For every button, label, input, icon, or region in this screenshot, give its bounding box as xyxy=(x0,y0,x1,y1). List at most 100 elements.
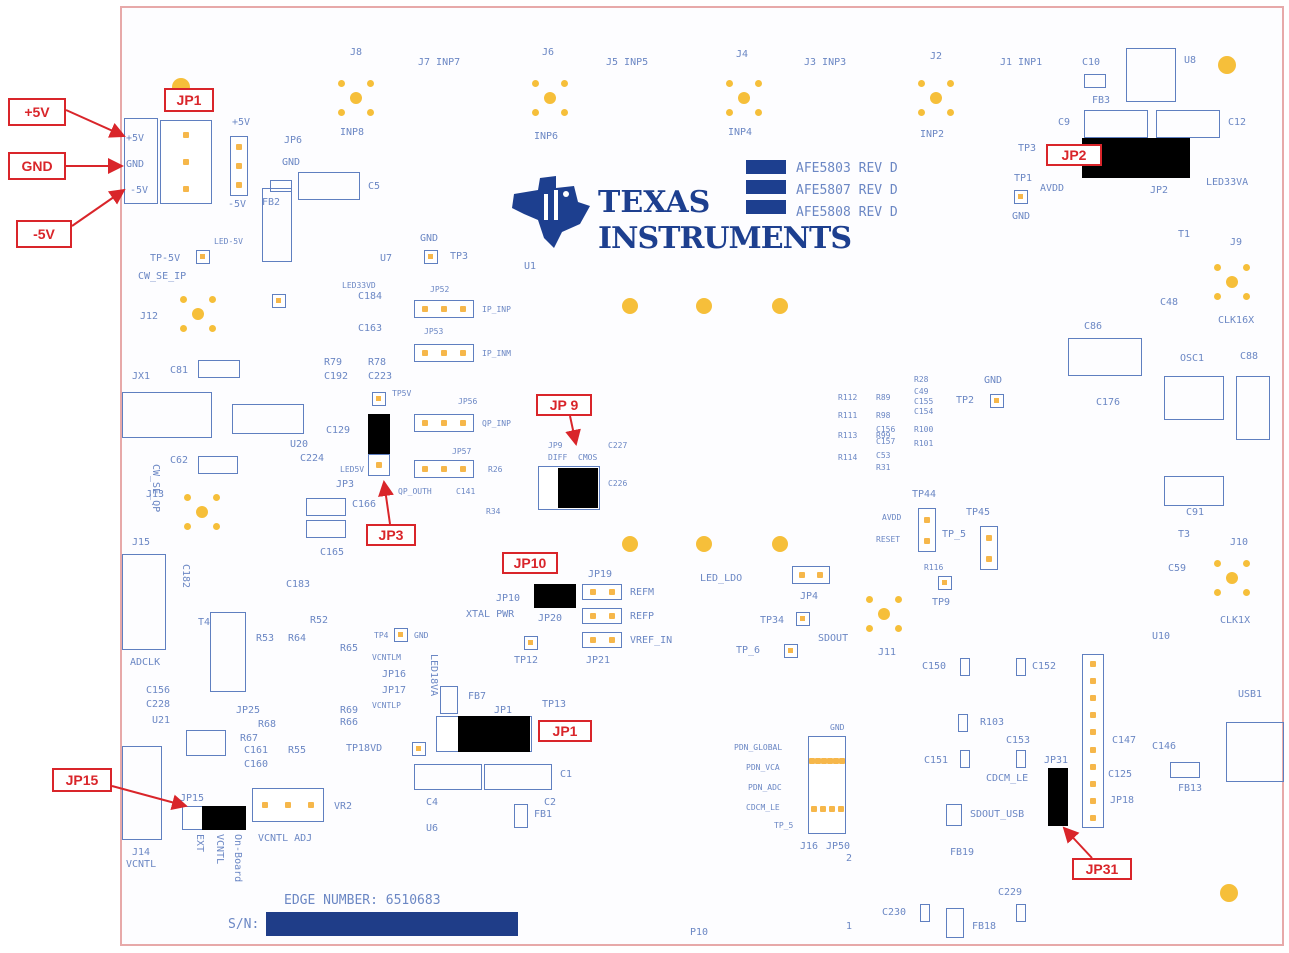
label-r65: R65 xyxy=(340,643,359,654)
mounting-hole xyxy=(696,536,712,552)
sma-jack-j12 xyxy=(176,292,220,336)
label-t3: T3 xyxy=(1178,529,1191,540)
label-vr2: VR2 xyxy=(334,801,353,812)
label-tp12: TP12 xyxy=(514,655,539,666)
label-c226: C226 xyxy=(608,479,628,488)
ti-logo-icon xyxy=(512,176,590,248)
label-c184: C184 xyxy=(358,291,383,302)
label-gnd-tp1: GND xyxy=(1012,211,1031,222)
label-fb7: FB7 xyxy=(468,691,487,702)
label-c229: C229 xyxy=(998,887,1023,898)
label-r67: R67 xyxy=(240,733,259,744)
label-c86: C86 xyxy=(1084,321,1103,332)
label-c161: C161 xyxy=(244,745,269,756)
vr2-trimmer[interactable] xyxy=(252,788,324,822)
label-r113: R113 xyxy=(838,431,858,440)
label-tp44: TP44 xyxy=(912,489,937,500)
label-tp-5: TP_5 xyxy=(942,529,967,540)
label-c151: C151 xyxy=(924,755,949,766)
label-fb3: FB3 xyxy=(1092,95,1111,106)
jp9-jumper[interactable] xyxy=(558,468,598,508)
mounting-hole xyxy=(696,298,712,314)
label-gnd-tp2: GND xyxy=(984,375,1003,386)
jp10-jumper[interactable] xyxy=(534,584,576,608)
rev-afe5803: AFE5803 REV D xyxy=(796,161,898,176)
u21-footprint xyxy=(186,730,226,756)
label-j7: J7 INP7 xyxy=(418,57,461,68)
label-r55: R55 xyxy=(288,745,307,756)
c88-footprint xyxy=(1236,376,1270,440)
mounting-hole xyxy=(1218,56,1236,74)
label-c227: C227 xyxy=(608,441,628,450)
label-clk16x: CLK16X xyxy=(1218,315,1255,326)
label-one: 1 xyxy=(846,921,853,932)
jp1-lower-jumper[interactable] xyxy=(458,716,530,752)
sdout-usb-footprint xyxy=(946,804,962,826)
label-tp45: TP45 xyxy=(966,507,991,518)
label-c156b: C156 xyxy=(876,425,896,434)
label-jx1: JX1 xyxy=(132,371,151,382)
j14-connector xyxy=(122,746,162,840)
label-c4: C4 xyxy=(426,797,439,808)
jp21-header xyxy=(582,632,622,648)
label-u8: U8 xyxy=(1184,55,1197,66)
label-qp-inp: QP_INP xyxy=(482,419,511,428)
mounting-hole xyxy=(622,298,638,314)
label-jp16: JP16 xyxy=(382,669,407,680)
label-ip-inp: IP_INP xyxy=(482,305,511,314)
jp15-jumper[interactable] xyxy=(202,806,246,830)
mounting-hole xyxy=(622,536,638,552)
jx1-connector xyxy=(122,392,212,438)
label-jp52: JP52 xyxy=(430,285,450,294)
label-c146: C146 xyxy=(1152,741,1177,752)
label-qp-outh: QP_OUTH xyxy=(398,487,432,496)
label-pdn-global: PDN_GLOBAL xyxy=(734,743,783,752)
label-jp53: JP53 xyxy=(424,327,444,336)
rev-block-1 xyxy=(746,160,786,174)
label-xtal-pwr: XTAL PWR xyxy=(466,609,515,620)
usb1-connector xyxy=(1226,722,1284,782)
label-c157: C157 xyxy=(876,437,896,446)
label-gnd-pin: GND xyxy=(126,159,145,170)
label-led33va: LED33VA xyxy=(1206,177,1249,188)
callout-jp1-bottom: JP1 xyxy=(538,720,592,742)
jp18-header xyxy=(1082,654,1104,828)
label-led18va: LED18VA xyxy=(428,654,439,697)
label-r112: R112 xyxy=(838,393,858,402)
label-c12: C12 xyxy=(1228,117,1247,128)
tp2-testpoint xyxy=(990,394,1004,408)
label-c156: C156 xyxy=(146,685,171,696)
label-jp20: JP20 xyxy=(538,613,563,624)
c86-footprint xyxy=(1068,338,1142,376)
label-t1: T1 xyxy=(1178,229,1191,240)
label-r89: R89 xyxy=(876,393,891,402)
label-p10: P10 xyxy=(690,927,709,938)
label-avdd2: AVDD xyxy=(882,513,902,522)
label-sdout-usb: SDOUT_USB xyxy=(970,809,1025,820)
label-t4: T4 xyxy=(198,617,211,628)
label-pdn-vca: PDN_VCA xyxy=(746,763,780,772)
label-inp4: INP4 xyxy=(728,127,753,138)
label-jp17: JP17 xyxy=(382,685,407,696)
label-tp3-top: TP3 xyxy=(1018,143,1037,154)
label-minus5v: -5V xyxy=(228,199,247,210)
callout-plus5v: +5V xyxy=(8,98,66,126)
label-cw-se-ip: CW_SE_IP xyxy=(138,271,187,282)
label-cw-se-qp: CW_SE_QP xyxy=(150,464,161,513)
label-j16: J16 xyxy=(800,841,819,852)
jp31-jumper[interactable] xyxy=(1048,768,1068,826)
label-r64: R64 xyxy=(288,633,307,644)
label-adclk: ADCLK xyxy=(130,657,161,668)
label-c1: C1 xyxy=(560,769,573,780)
label-c183: C183 xyxy=(286,579,311,590)
label-c91: C91 xyxy=(1186,507,1205,518)
label-r100: R100 xyxy=(914,425,934,434)
c153-footprint xyxy=(1016,750,1026,768)
jp3-jumper[interactable] xyxy=(368,414,390,454)
mounting-hole xyxy=(772,536,788,552)
c62-footprint xyxy=(198,456,238,474)
sma-jack-j2 xyxy=(914,76,958,120)
label-c48: C48 xyxy=(1160,297,1179,308)
label-c176: C176 xyxy=(1096,397,1121,408)
label-plus5v: +5V xyxy=(232,117,251,128)
